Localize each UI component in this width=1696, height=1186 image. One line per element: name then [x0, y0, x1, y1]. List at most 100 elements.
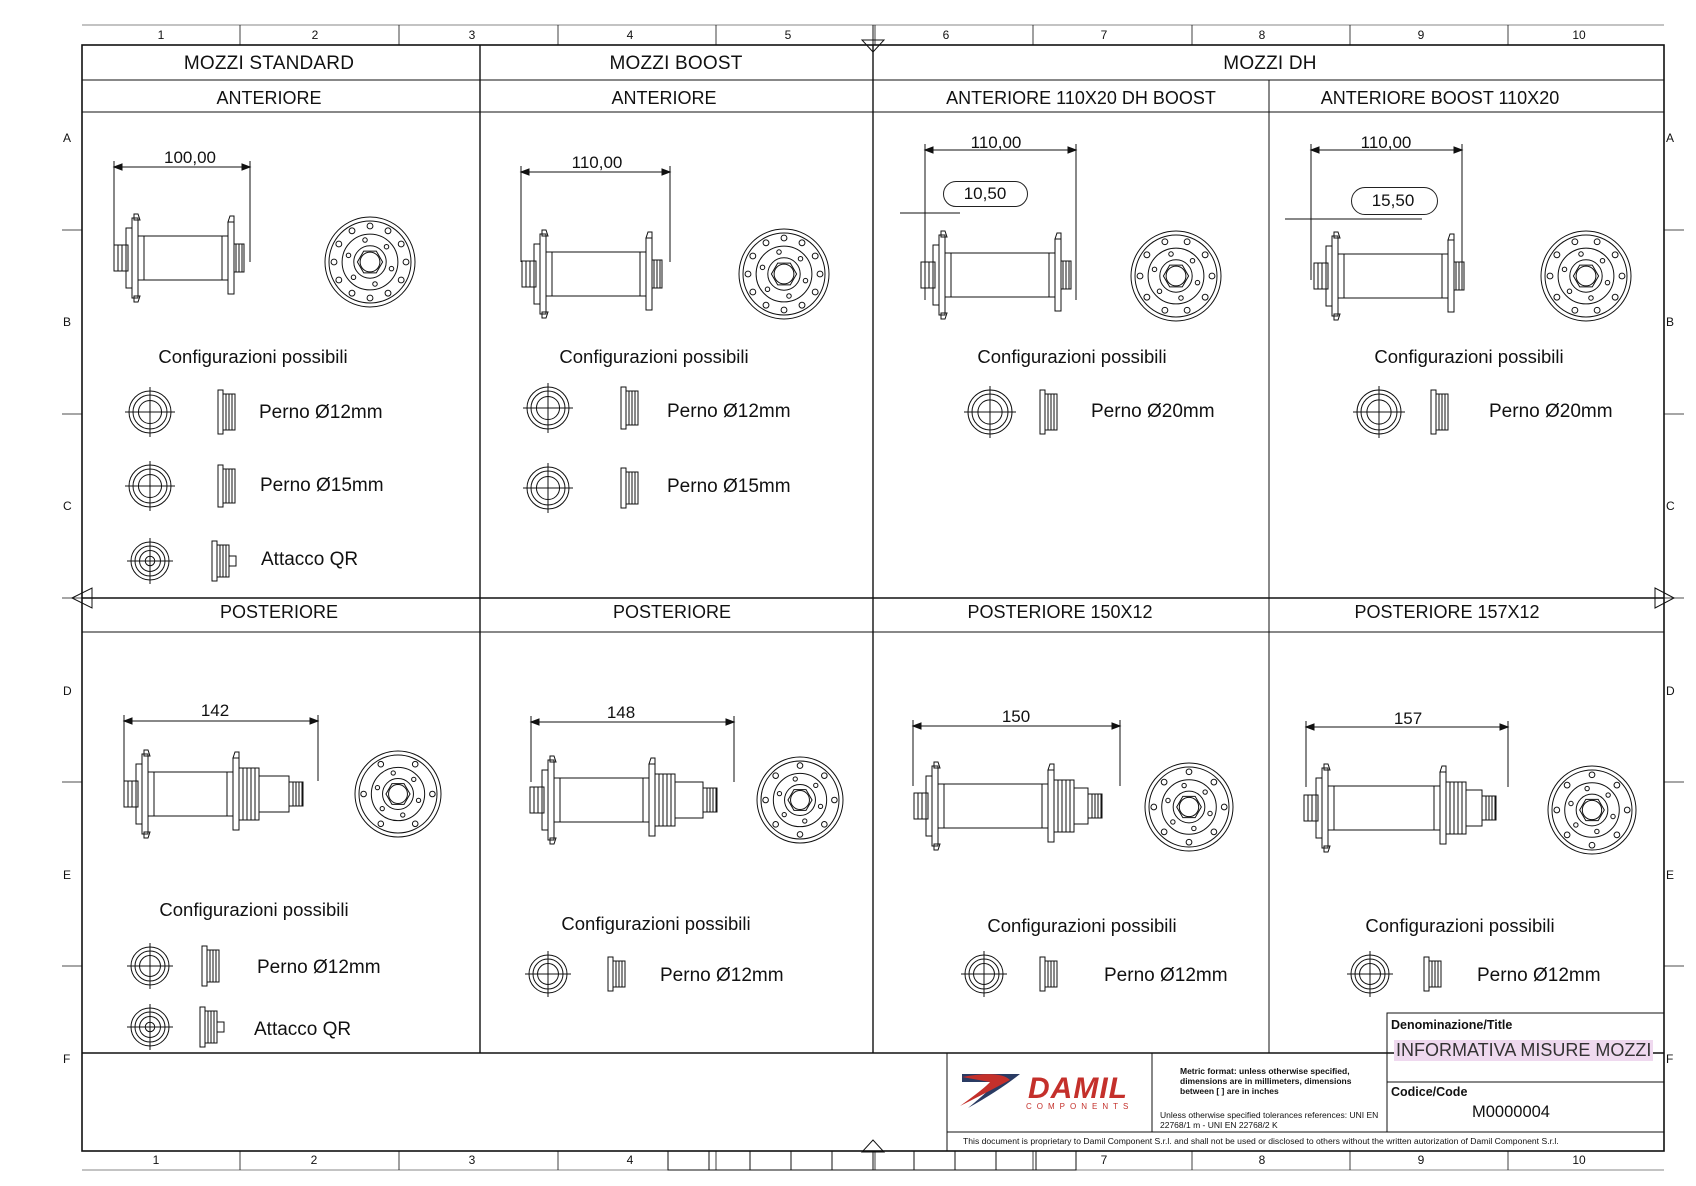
ruler-row-b: B: [63, 315, 72, 329]
rear-dh157-dimension-line: [1304, 721, 1510, 787]
front-boost-option-2: Perno Ø15mm: [667, 476, 791, 497]
ruler-bottom-10: 10: [1572, 1153, 1586, 1167]
rear-dh150-dimension-line: [911, 720, 1122, 786]
front-boost-cap-15-side: [620, 467, 639, 509]
damil-logo-text: DAMIL: [1028, 1072, 1128, 1105]
ruler-bottom-9: 9: [1417, 1153, 1425, 1167]
rear-dh150-hub-end: [1144, 762, 1234, 852]
front-standard-option-3: Attacco QR: [261, 549, 359, 570]
rear-standard-dimension: 142: [200, 701, 230, 720]
front-standard-cap-12: [125, 387, 175, 437]
front-boost-cap-12-side: [620, 386, 639, 430]
ruler-row-f-right: F: [1666, 1052, 1674, 1066]
front-boost-hub-end: [738, 228, 830, 320]
ruler-top-7: 7: [1100, 28, 1108, 42]
ruler-bottom-7: 7: [1100, 1153, 1108, 1167]
front-boost-config-heading: Configurazioni possibili: [559, 346, 749, 367]
ruler-top-9: 9: [1417, 28, 1425, 42]
rear-boost-hub-end: [756, 756, 844, 844]
front-dh-boost-cap-20-side: [1430, 389, 1449, 435]
front-standard-dimension: 100,00: [164, 148, 216, 167]
front-dh-cap-20-side: [1039, 389, 1058, 435]
front-dh-offset-box: [943, 181, 1028, 207]
front-standard-cap-15-side: [217, 464, 236, 508]
rear-standard-option-2: Attacco QR: [254, 1019, 352, 1040]
rear-standard-cap-qr-side: [199, 1006, 225, 1048]
damil-logo-subtitle: COMPONENTS: [1026, 1102, 1134, 1111]
front-standard-config-heading: Configurazioni possibili: [158, 346, 348, 367]
ruler-top-10: 10: [1572, 28, 1586, 42]
front-standard-cap-qr-side: [211, 540, 237, 582]
front-boost-option-1: Perno Ø12mm: [667, 401, 791, 422]
rear-boost-title: POSTERIORE: [612, 602, 732, 622]
rear-standard-option-1: Perno Ø12mm: [257, 957, 381, 978]
rear-standard-hub-end: [354, 750, 442, 838]
ruler-row-b-right: B: [1666, 315, 1675, 329]
front-standard-cap-15: [125, 461, 175, 511]
front-boost-cap-15: [523, 463, 573, 513]
front-dh-dimension: 110,00: [970, 133, 1022, 152]
rear-dh150-hub-side: [913, 761, 1103, 851]
front-dh-offset: 10,50: [963, 184, 1007, 203]
front-dh-boost-hub-side: [1313, 231, 1465, 321]
front-boost-dimension-line: [519, 166, 672, 262]
front-standard-dimension-line: [112, 161, 252, 262]
rear-dh150-dimension: 150: [1001, 707, 1031, 726]
front-dh-dimension-line: [923, 144, 1078, 300]
ruler-top-5: 5: [784, 28, 792, 42]
front-standard-cap-12-side: [217, 389, 236, 435]
ruler-row-a: A: [63, 131, 72, 145]
front-boost-dimension: 110,00: [571, 153, 623, 172]
ruler-top-3: 3: [468, 28, 476, 42]
front-dh-config-heading: Configurazioni possibili: [977, 346, 1167, 367]
rear-boost-cap-12-side: [607, 956, 626, 992]
ruler-row-d-right: D: [1666, 684, 1675, 698]
ruler-row-c-right: C: [1666, 499, 1675, 513]
rear-dh150-cap-12: [961, 951, 1007, 997]
rear-standard-hub-side: [123, 749, 304, 839]
section-header-boost: MOZZI BOOST: [609, 53, 743, 74]
rear-standard-cap-qr: [127, 1004, 173, 1050]
front-standard-hub-end: [324, 216, 416, 308]
ruler-bottom-8: 8: [1258, 1153, 1266, 1167]
front-dh-boost-offset: 15,50: [1371, 191, 1415, 210]
rear-boost-option-1: Perno Ø12mm: [660, 965, 784, 986]
rear-boost-dimension-line: [529, 716, 736, 782]
ruler-row-e: E: [63, 868, 72, 882]
ruler-top-4: 4: [626, 28, 634, 42]
section-header-standard: MOZZI STANDARD: [183, 53, 355, 74]
front-dh-hub-end: [1130, 230, 1222, 322]
rear-dh150-option-1: Perno Ø12mm: [1104, 965, 1228, 986]
front-dh-cap-20: [964, 386, 1016, 438]
ruler-row-a-right: A: [1666, 131, 1675, 145]
front-boost-cap-12: [523, 383, 573, 433]
front-standard-option-1: Perno Ø12mm: [259, 402, 383, 423]
rear-boost-config-heading: Configurazioni possibili: [561, 913, 751, 934]
damil-logo-mark: [960, 1074, 1020, 1108]
rear-dh150-title: POSTERIORE 150X12: [967, 602, 1153, 622]
damil-logo: DAMIL: [968, 1072, 1128, 1106]
rear-dh157-hub-side: [1303, 763, 1497, 853]
rear-dh157-option-1: Perno Ø12mm: [1477, 965, 1601, 986]
ruler-bottom-3: 3: [468, 1153, 476, 1167]
front-dh-boost-config-heading: Configurazioni possibili: [1374, 346, 1564, 367]
rear-dh157-cap-12: [1347, 951, 1393, 997]
front-standard-cap-qr: [127, 538, 173, 584]
front-dh-boost-cap-20: [1353, 386, 1405, 438]
rear-boost-cap-12: [525, 951, 571, 997]
front-boost-title: ANTERIORE: [611, 88, 717, 108]
rear-standard-title: POSTERIORE: [219, 602, 339, 622]
ruler-top-8: 8: [1258, 28, 1266, 42]
front-standard-hub-side: [113, 213, 245, 303]
rear-dh157-hub-end: [1547, 765, 1637, 855]
ruler-bottom-4: 4: [626, 1153, 634, 1167]
front-dh-title: ANTERIORE 110X20 DH BOOST: [946, 88, 1216, 108]
ruler-row-d: D: [63, 684, 72, 698]
rear-boost-dimension: 148: [606, 703, 636, 722]
code-label: Codice/Code: [1391, 1085, 1468, 1099]
rear-standard-cap-12-side: [201, 945, 220, 987]
front-standard-option-2: Perno Ø15mm: [260, 475, 384, 496]
front-dh-boost-dimension-line: [1309, 144, 1464, 280]
tolerance-note: Unless otherwise specified tolerances re…: [1160, 1110, 1379, 1130]
